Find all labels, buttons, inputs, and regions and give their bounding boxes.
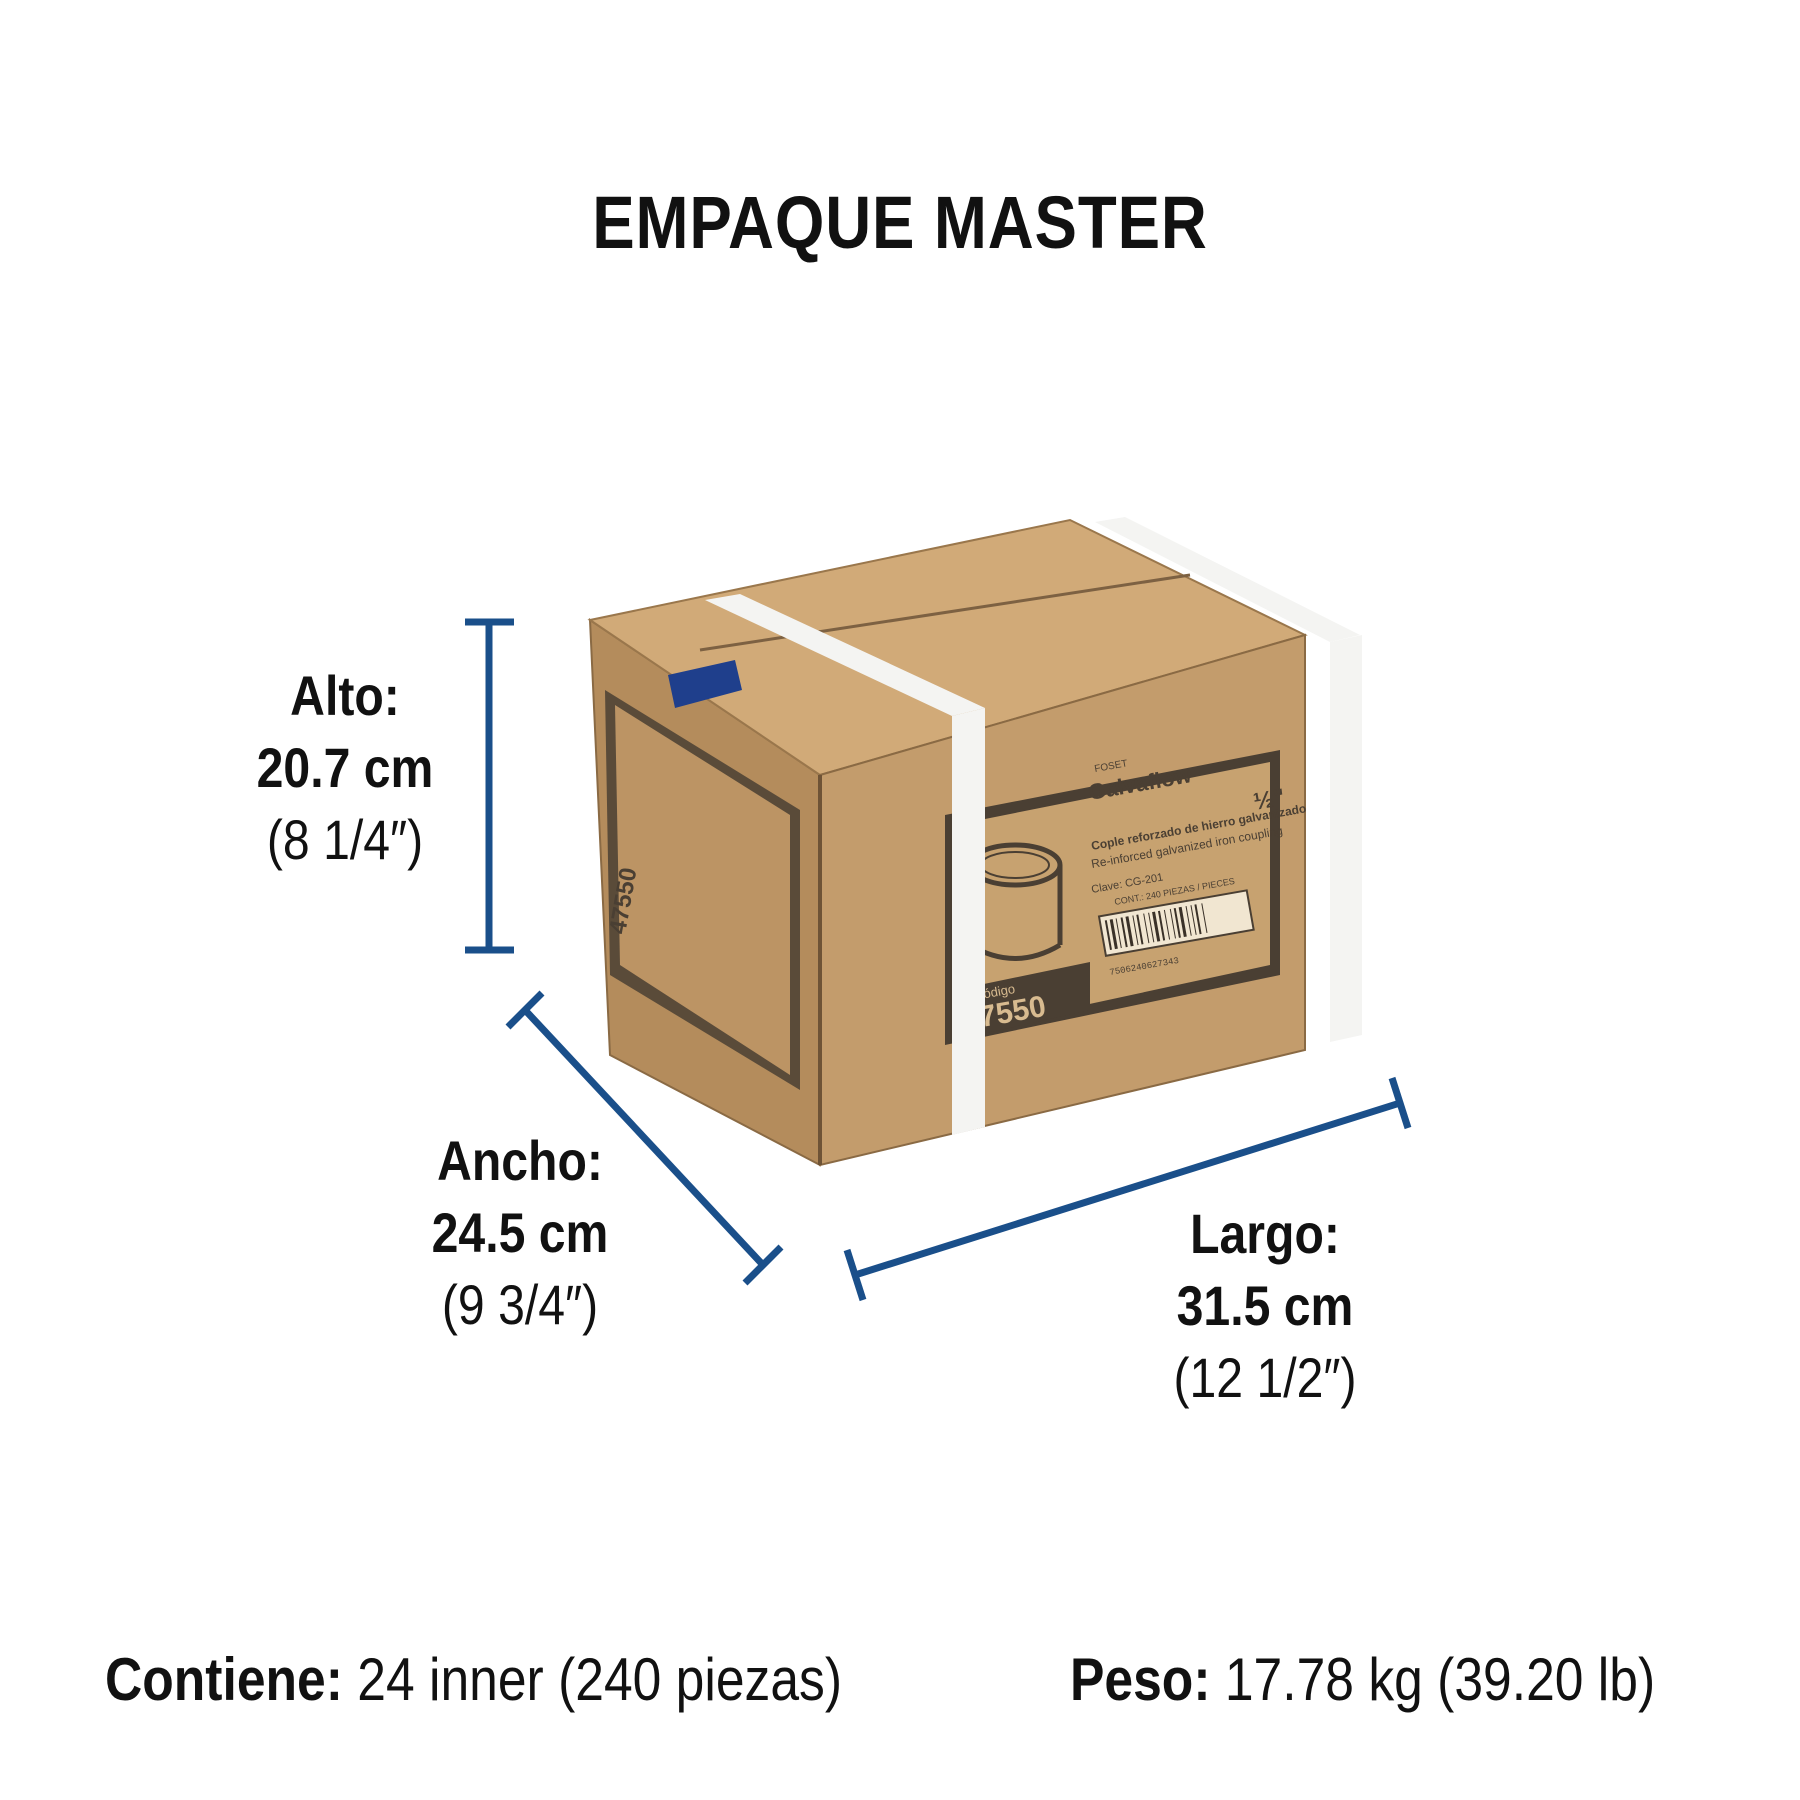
box-size: ½": [1251, 784, 1287, 816]
dimension-ancho: Ancho: 24.5 cm (9 3/4″): [391, 1125, 649, 1341]
dimension-largo: Largo: 31.5 cm (12 1/2″): [1136, 1198, 1394, 1414]
strap-front-right: [1330, 635, 1362, 1042]
measure-ancho: [505, 990, 784, 1286]
strap-front-left: [952, 708, 985, 1135]
largo-label: Largo:: [1190, 1202, 1340, 1265]
box-top-seam: [699, 573, 1191, 652]
largo-inches: (12 1/2″): [1173, 1346, 1357, 1409]
peso-label: Peso:: [1070, 1646, 1211, 1713]
footer-weight: Peso: 17.78 kg (39.20 lb): [1070, 1645, 1655, 1714]
strap-top: [1095, 517, 1360, 642]
peso-value: 17.78 kg (39.20 lb): [1224, 1646, 1656, 1713]
alto-cm: 20.7 cm: [256, 736, 434, 799]
contiene-value: 24 inner (240 piezas): [357, 1646, 843, 1713]
ancho-cm: 24.5 cm: [431, 1201, 609, 1264]
page-title: EMPAQUE MASTER: [592, 181, 1208, 264]
measure-alto: [465, 618, 514, 954]
contiene-label: Contiene:: [105, 1646, 343, 1713]
measure-largo: [843, 1076, 1412, 1302]
strap-top-left: [705, 594, 985, 716]
ancho-inches: (9 3/4″): [441, 1273, 599, 1336]
ancho-label: Ancho:: [437, 1129, 603, 1192]
dimension-alto: Alto: 20.7 cm (8 1/4″): [216, 660, 474, 876]
tape-seal: [668, 660, 742, 708]
largo-cm: 31.5 cm: [1176, 1274, 1354, 1337]
footer-contents: Contiene: 24 inner (240 piezas): [105, 1645, 842, 1714]
alto-label: Alto:: [290, 664, 400, 727]
alto-inches: (8 1/4″): [266, 808, 424, 871]
barcode: [1097, 889, 1255, 957]
